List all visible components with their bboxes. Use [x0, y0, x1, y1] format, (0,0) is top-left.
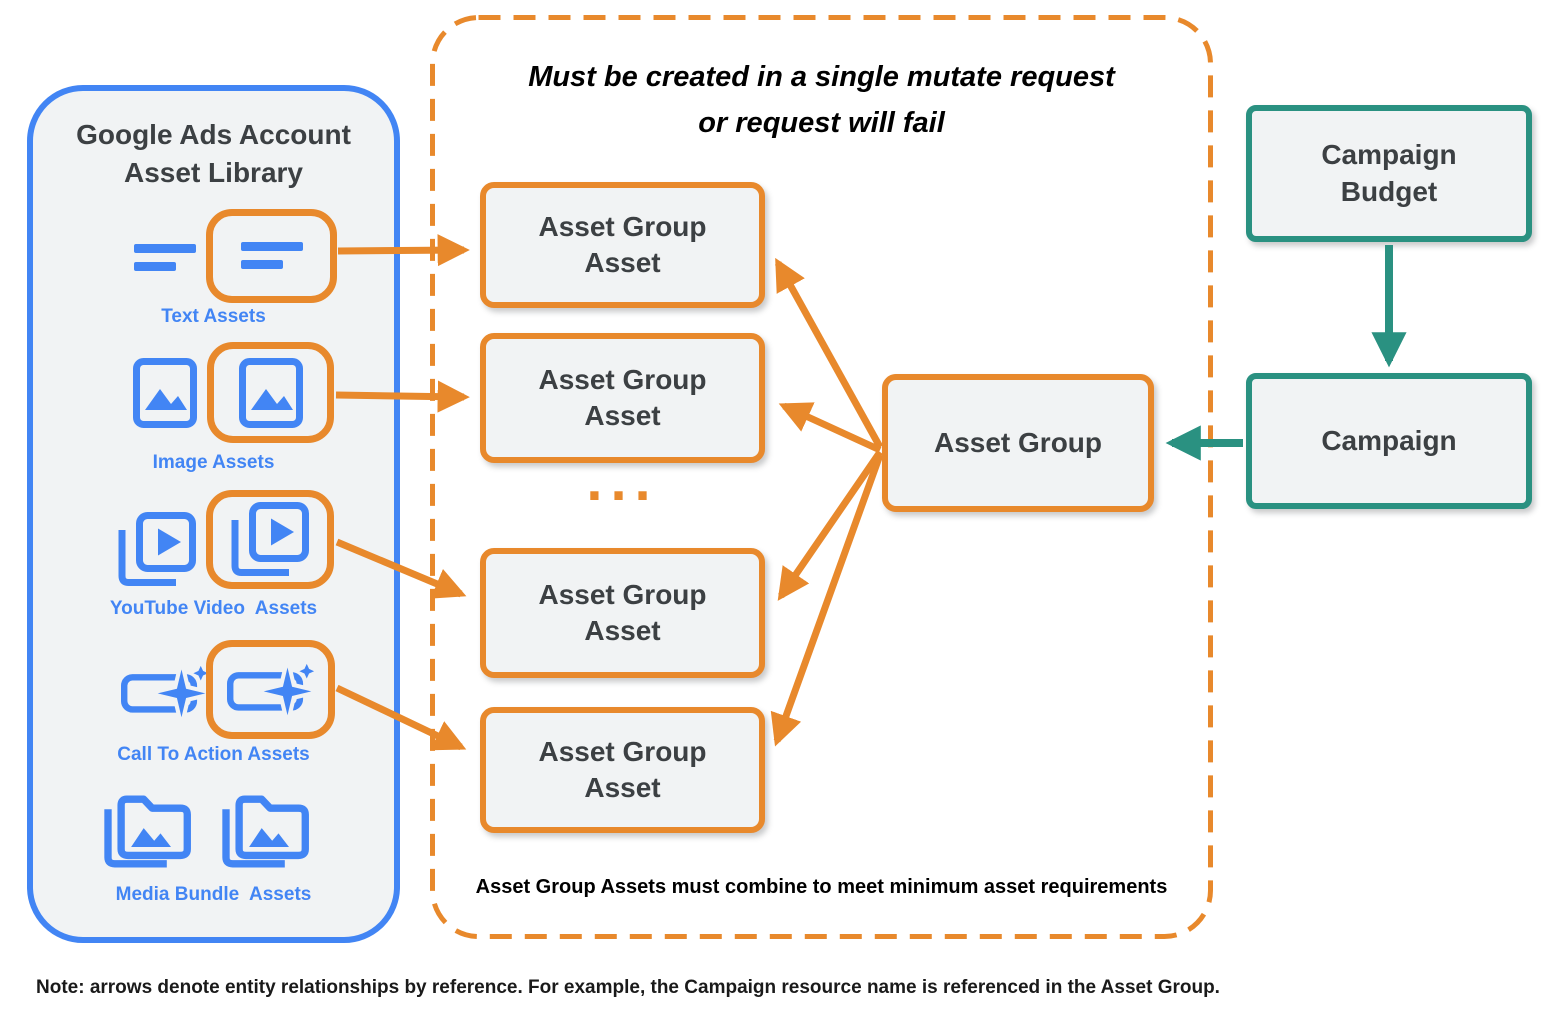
- campaign-box: Campaign: [1246, 373, 1532, 509]
- arrow-asset-group-to-asset-group-asset-2: [778, 402, 882, 454]
- asset-group-asset-label: Asset Group Asset: [538, 363, 707, 431]
- text-assets-label: Text Assets: [161, 306, 266, 327]
- media-bundle-assets-label: Media Bundle Assets: [115, 884, 312, 905]
- asset-group-box: Asset Group: [882, 374, 1154, 512]
- image-asset-highlight-box: [207, 342, 334, 443]
- call-to-action-asset-highlight-box: [206, 640, 335, 739]
- call-to-action-asset-icon: [226, 661, 315, 718]
- text-asset-icon: [134, 244, 196, 271]
- text-asset-highlight-box: [206, 209, 337, 303]
- call-to-action-asset-icon: [121, 664, 209, 720]
- image-assets-label: Image Assets: [152, 452, 275, 473]
- more-asset-group-assets-ellipsis: ...: [586, 448, 659, 513]
- asset-group-asset-box-4: Asset Group Asset: [480, 707, 765, 833]
- media-bundle-asset-icon: [104, 795, 191, 868]
- asset-group-asset-label: Asset Group Asset: [538, 210, 707, 278]
- call-to-action-assets-label: Call To Action Assets: [117, 744, 310, 765]
- campaign-budget-box: Campaign Budget: [1246, 105, 1532, 242]
- mutate-panel-title-line1: Must be created in a single mutate reque…: [528, 61, 1115, 93]
- arrow-asset-group-to-asset-group-asset-3: [777, 450, 883, 601]
- youtube-video-asset-icon: [118, 512, 196, 586]
- arrow-asset-group-to-asset-group-asset-1: [774, 257, 884, 449]
- mutate-panel-title-line2: or request will fail: [698, 107, 945, 140]
- asset-group-asset-label: Asset Group Asset: [538, 735, 707, 803]
- youtube-video-assets-label: YouTube Video Assets: [109, 598, 318, 619]
- media-bundle-asset-icon: [222, 795, 309, 868]
- image-asset-icon: [238, 357, 303, 428]
- bottom-note: Note: arrows denote entity relationships…: [36, 977, 1220, 998]
- asset-library-title-line2: Asset Library: [124, 156, 303, 188]
- youtube-video-asset-icon: [231, 501, 309, 576]
- asset-group-asset-box-3: Asset Group Asset: [480, 548, 765, 678]
- asset-library-title: Google Ads Account Asset Library: [27, 116, 400, 192]
- asset-group-asset-box-2: Asset Group Asset: [480, 333, 765, 463]
- youtube-video-asset-highlight-box: [206, 490, 334, 589]
- asset-group-asset-label: Asset Group Asset: [538, 578, 707, 646]
- asset-group-label: Asset Group: [933, 426, 1103, 458]
- asset-group-asset-box-1: Asset Group Asset: [480, 182, 765, 308]
- campaign-label: Campaign: [1321, 424, 1457, 456]
- asset-library-title-line1: Google Ads Account: [76, 119, 351, 150]
- image-asset-icon: [133, 358, 197, 428]
- text-asset-icon: [240, 242, 303, 269]
- arrow-asset-group-to-asset-group-asset-4: [770, 453, 884, 747]
- mutate-panel-footnote: Asset Group Assets must combine to meet …: [475, 876, 1168, 898]
- mutate-panel-title: Must be created in a single mutate reque…: [430, 54, 1213, 147]
- campaign-budget-label: Campaign Budget: [1321, 139, 1457, 207]
